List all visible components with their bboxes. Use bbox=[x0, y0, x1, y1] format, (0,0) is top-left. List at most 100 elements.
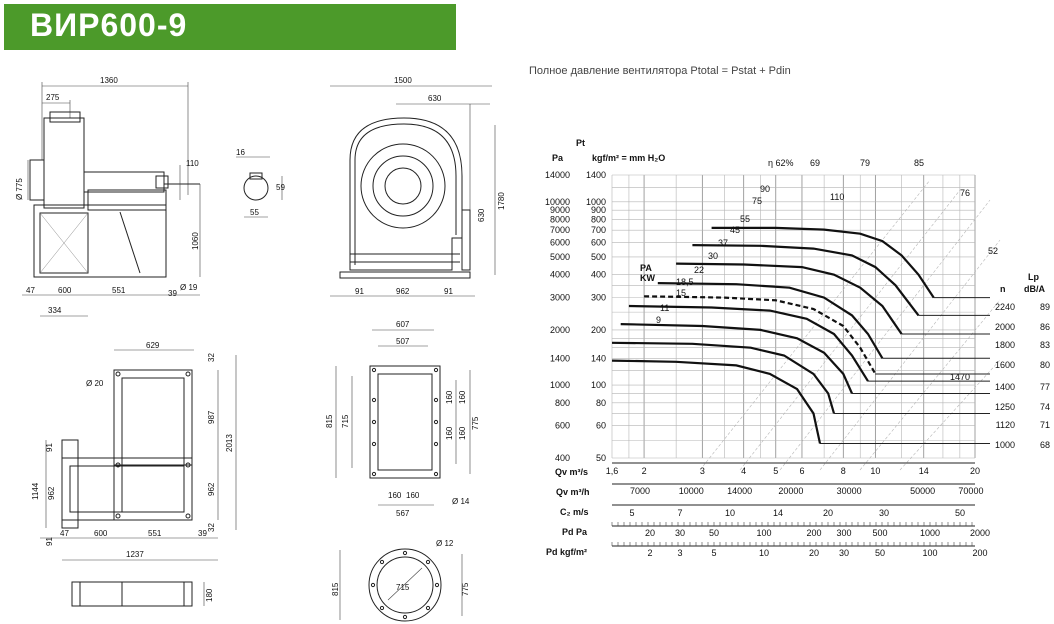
dim-607: 607 bbox=[396, 320, 410, 329]
dim-32-top: 32 bbox=[207, 353, 216, 362]
efficiency-line bbox=[779, 199, 991, 471]
pa-tick-label: 9000 bbox=[550, 205, 570, 215]
qv-m3s-tick: 2 bbox=[642, 466, 647, 476]
dim-275: 275 bbox=[46, 93, 60, 102]
pd-kgf-tick: 2 bbox=[647, 548, 652, 558]
rpm-1470-label: 1470 bbox=[950, 372, 970, 382]
lp-value: 89 bbox=[1040, 302, 1050, 312]
power-label: 45 bbox=[730, 225, 740, 235]
chart-grid bbox=[611, 174, 976, 547]
efficiency-label: η 62% bbox=[768, 158, 794, 168]
power-label: 90 bbox=[760, 184, 770, 194]
pa-tick-label: 10000 bbox=[545, 197, 570, 207]
pa-tick-label: 600 bbox=[555, 421, 570, 431]
power-label: 75 bbox=[752, 196, 762, 206]
pa-tick-label: 4000 bbox=[550, 270, 570, 280]
efficiency-line bbox=[819, 239, 1001, 471]
dim-551-frame: 551 bbox=[148, 529, 162, 538]
title-banner: ВИР600-9 bbox=[4, 4, 456, 50]
fan-curves bbox=[611, 226, 990, 444]
pa-tick-label: 14000 bbox=[545, 170, 570, 180]
dim-16: 16 bbox=[236, 148, 245, 157]
dim-962: 962 bbox=[396, 287, 410, 296]
dim-1144: 1144 bbox=[31, 482, 40, 500]
fan-curve-1800 bbox=[676, 262, 903, 335]
kgf-tick-label: 700 bbox=[591, 225, 606, 235]
front-view-drawing: 1500 630 630 1780 91 962 91 bbox=[330, 76, 506, 297]
dim-962-b: 962 bbox=[47, 486, 56, 500]
lp-value: 71 bbox=[1040, 420, 1050, 430]
kgf-tick-label: 100 bbox=[591, 380, 606, 390]
kgf-tick-label: 50 bbox=[596, 453, 606, 463]
dim-1237: 1237 bbox=[126, 550, 144, 559]
power-label: 18,5 bbox=[676, 277, 694, 287]
dim-160-f: 160 bbox=[406, 491, 420, 500]
dim-1360: 1360 bbox=[100, 76, 118, 85]
rpm-value: 1000 bbox=[995, 440, 1015, 450]
c2-tick: 10 bbox=[725, 508, 735, 518]
dim-1780: 1780 bbox=[497, 192, 506, 210]
pd-kgf-tick: 30 bbox=[839, 548, 849, 558]
fan-curve-1250 bbox=[620, 323, 854, 394]
dim-600: 600 bbox=[58, 286, 72, 295]
dim-551: 551 bbox=[112, 286, 126, 295]
shaft-key-drawing: 16 59 55 bbox=[236, 148, 285, 218]
rect-flange-drawing: 607 507 815 715 160 160 160 160 775 160 … bbox=[325, 320, 480, 518]
pd-kgf-label: Pd kgf/m² bbox=[546, 547, 587, 557]
dim-507: 507 bbox=[396, 337, 410, 346]
dim-815-round: 815 bbox=[331, 582, 340, 596]
lp-value: 77 bbox=[1040, 382, 1050, 392]
dim-775-round: 775 bbox=[461, 582, 470, 596]
dim-160-a: 160 bbox=[445, 390, 454, 404]
dim-334: 334 bbox=[48, 306, 62, 315]
dim-962-frame: 962 bbox=[207, 482, 216, 496]
pd-kgf-tick: 20 bbox=[809, 548, 819, 558]
dim-2013: 2013 bbox=[225, 434, 234, 452]
pa-tick-label: 1000 bbox=[550, 380, 570, 390]
dim-47-frame: 47 bbox=[60, 529, 69, 538]
efficiency-line bbox=[699, 179, 931, 471]
efficiency-label: 52 bbox=[988, 246, 998, 256]
c2-tick: 5 bbox=[629, 508, 634, 518]
pd-pa-tick: 30 bbox=[675, 528, 685, 538]
kgf-tick-label: 60 bbox=[596, 421, 606, 431]
pt-header: Pt bbox=[576, 138, 585, 148]
qv-m3h-tick: 70000 bbox=[958, 486, 983, 496]
dim-91-left: 91 bbox=[355, 287, 364, 296]
dim-47: 47 bbox=[26, 286, 35, 295]
pd-kgf-tick: 100 bbox=[922, 548, 937, 558]
qv-m3s-tick: 5 bbox=[773, 466, 778, 476]
efficiency-label: 69 bbox=[810, 158, 820, 168]
lp-header: Lp bbox=[1028, 272, 1039, 282]
pd-pa-tick: 50 bbox=[709, 528, 719, 538]
pd-kgf-tick: 10 bbox=[759, 548, 769, 558]
performance-chart: 1400010000900080007000600050004000300020… bbox=[545, 138, 1050, 558]
dim-775-flange: 775 bbox=[471, 416, 480, 430]
dim-715: 715 bbox=[341, 414, 350, 428]
power-label: 37 bbox=[718, 238, 728, 248]
dim-91-b: 91 bbox=[45, 537, 54, 546]
qv-m3s-label: Qv m³/s bbox=[555, 467, 588, 477]
dim-59: 59 bbox=[276, 183, 285, 192]
dim-91-right: 91 bbox=[444, 287, 453, 296]
dim-600-frame: 600 bbox=[94, 529, 108, 538]
pd-kgf-tick: 3 bbox=[677, 548, 682, 558]
qv-m3s-tick: 20 bbox=[970, 466, 980, 476]
pd-pa-tick: 300 bbox=[836, 528, 851, 538]
pa-tick-label: 1400 bbox=[550, 353, 570, 363]
rpm-value: 1120 bbox=[996, 420, 1015, 430]
qv-m3s-tick: 1,6 bbox=[606, 466, 619, 476]
kgf-tick-label: 300 bbox=[591, 293, 606, 303]
power-label: 30 bbox=[708, 251, 718, 261]
qv-m3h-tick: 50000 bbox=[910, 486, 935, 496]
dim-d12: Ø 12 bbox=[436, 539, 454, 548]
kw-label: KW bbox=[640, 273, 655, 283]
pd-pa-tick: 20 bbox=[645, 528, 655, 538]
power-label: 11 bbox=[660, 303, 669, 313]
dim-39: 39 bbox=[168, 289, 177, 298]
efficiency-label: 76 bbox=[960, 188, 970, 198]
efficiency-line bbox=[739, 189, 961, 471]
c2-tick: 20 bbox=[823, 508, 833, 518]
power-label: 22 bbox=[694, 265, 704, 275]
pa-tick-label: 8000 bbox=[550, 215, 570, 225]
